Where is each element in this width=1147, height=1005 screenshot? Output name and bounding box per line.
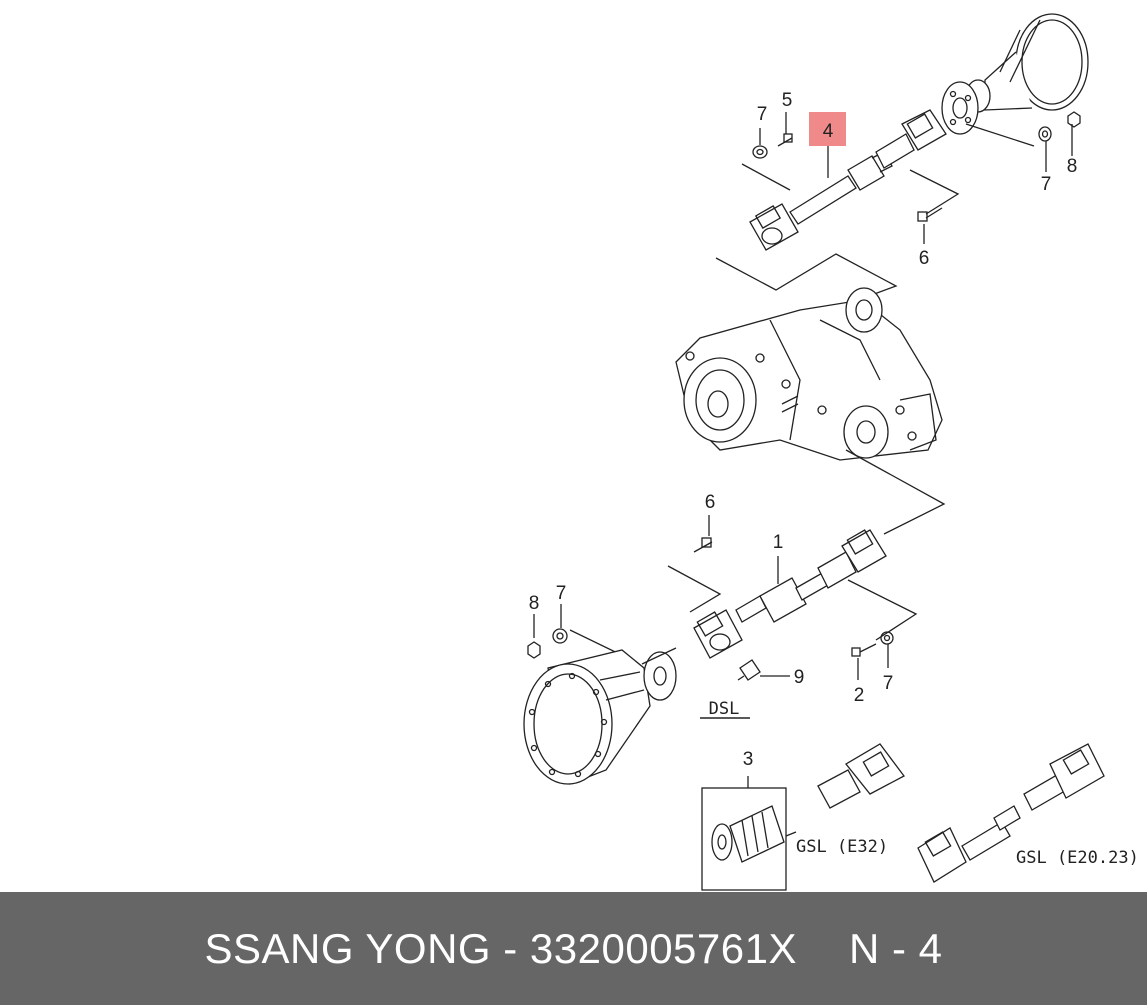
callout-8-top-right: 8 <box>1067 156 1078 177</box>
top-fasteners <box>752 111 1081 222</box>
middle-leader-lines <box>533 515 918 719</box>
callout-3: 3 <box>743 749 754 770</box>
variant-label-gsl-e20: GSL (E20.23) <box>1016 848 1139 868</box>
variant-label-gsl-e32: GSL (E32) <box>796 837 888 857</box>
callout-7-low: 7 <box>883 673 894 694</box>
front-propeller-shaft <box>693 529 887 659</box>
callout-4: 4 <box>823 121 834 142</box>
callout-8-left: 8 <box>529 593 540 614</box>
callout-1: 1 <box>773 532 784 553</box>
footer-ref: N - 4 <box>849 924 943 972</box>
transfer-case <box>675 287 943 461</box>
callout-6-mid: 6 <box>705 492 716 513</box>
top-leader-lines <box>715 112 1073 301</box>
gsl-e32-shaft <box>701 743 905 891</box>
callout-9: 9 <box>794 667 805 688</box>
part-footer: SSANG YONG - 3320005761X N - 4 <box>0 892 1147 1005</box>
front-axle-housing <box>523 647 677 785</box>
callout-7-top-right: 7 <box>1041 174 1052 195</box>
rear-propeller-shaft <box>749 109 947 251</box>
callout-5: 5 <box>782 90 793 111</box>
gsl-e20-shaft <box>917 743 1105 883</box>
middle-fasteners <box>527 537 894 681</box>
callout-2: 2 <box>854 685 865 706</box>
footer-part-number: SSANG YONG - 3320005761X <box>204 924 798 972</box>
highlight-box <box>809 112 846 146</box>
tc-leader <box>845 449 946 535</box>
parts-diagram: 4 5 7 6 7 8 6 1 8 7 9 2 7 3 DSL GSL (E32… <box>523 13 1139 891</box>
callout-7-left: 7 <box>556 583 567 604</box>
variant-label-dsl: DSL <box>709 699 740 719</box>
callout-6-top: 6 <box>919 248 930 269</box>
rear-axle-housing <box>941 13 1089 135</box>
callout-7-top-left: 7 <box>757 104 768 125</box>
